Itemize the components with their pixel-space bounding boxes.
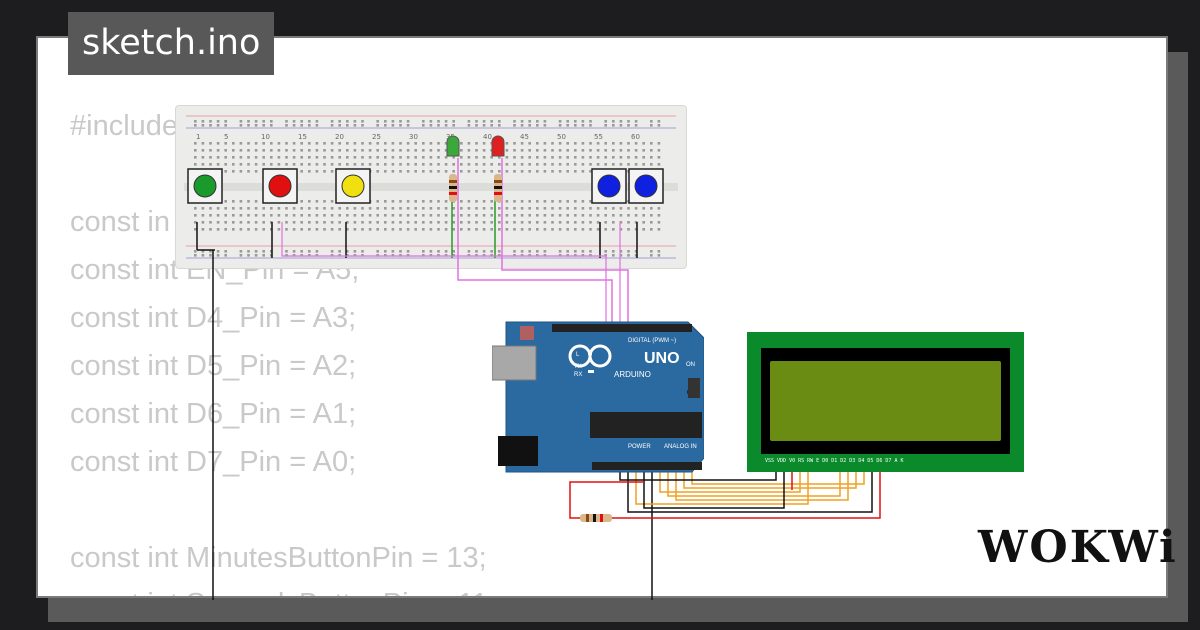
code-line: const int MinutesButtonPin = 13;: [70, 542, 487, 574]
code-line: const int D6_Pin = A1;: [70, 398, 357, 430]
lcd-pin-labels: VSS VDD V0 RS RW E D0 D1 D2 D3 D4 D5 D6 …: [765, 458, 904, 464]
lcd-screen: [770, 361, 1001, 441]
bb-col-label: 45: [520, 133, 529, 141]
bb-col-label: 20: [335, 133, 344, 141]
file-name-badge[interactable]: sketch.ino: [68, 12, 275, 75]
lcd-bezel: [761, 348, 1010, 454]
analog-label: ANALOG IN: [664, 444, 697, 450]
bb-col-label: 5: [224, 133, 229, 141]
code-line: const int D5_Pin = A2;: [70, 350, 357, 382]
breadboard-holes: [184, 115, 678, 259]
bb-col-label: 50: [557, 133, 566, 141]
wokwi-logo: WOKWi: [978, 522, 1178, 573]
code-line: const int SecondsButtonPin = 11;: [70, 588, 496, 596]
arduino-model: UNO: [644, 350, 680, 367]
arduino-brand: ARDUINO: [614, 370, 651, 379]
bb-col-label: 10: [261, 133, 270, 141]
bb-col-label: 15: [298, 133, 307, 141]
code-line: const in: [70, 206, 170, 238]
bb-col-label: 25: [372, 133, 381, 141]
breadboard: 1 5 10 15 20 25 30 35 40 45 50 55 60: [176, 106, 686, 268]
power-label: POWER: [628, 444, 651, 450]
code-line: #include: [70, 110, 179, 142]
tx-label: TX: [574, 364, 582, 370]
on-label: ON: [686, 362, 695, 368]
bb-col-label: 1: [196, 133, 201, 141]
code-line: const int D7_Pin = A0;: [70, 446, 357, 478]
digital-label: DIGITAL (PWM ~): [628, 338, 677, 344]
lcd-display[interactable]: VSS VDD V0 RS RW E D0 D1 D2 D3 D4 D5 D6 …: [747, 332, 1024, 472]
arduino-board: [491, 321, 705, 473]
l-label: L: [576, 352, 580, 358]
code-line: const int D4_Pin = A3;: [70, 302, 357, 334]
arduino-uno[interactable]: UNO ARDUINO DIGITAL (PWM ~) ANALOG IN PO…: [491, 318, 705, 476]
bb-col-label: 60: [631, 133, 640, 141]
rx-label: RX: [574, 372, 583, 378]
bb-col-label: 40: [483, 133, 492, 141]
bb-col-label: 35: [446, 133, 455, 141]
bb-col-label: 30: [409, 133, 418, 141]
bb-col-label: 55: [594, 133, 603, 141]
